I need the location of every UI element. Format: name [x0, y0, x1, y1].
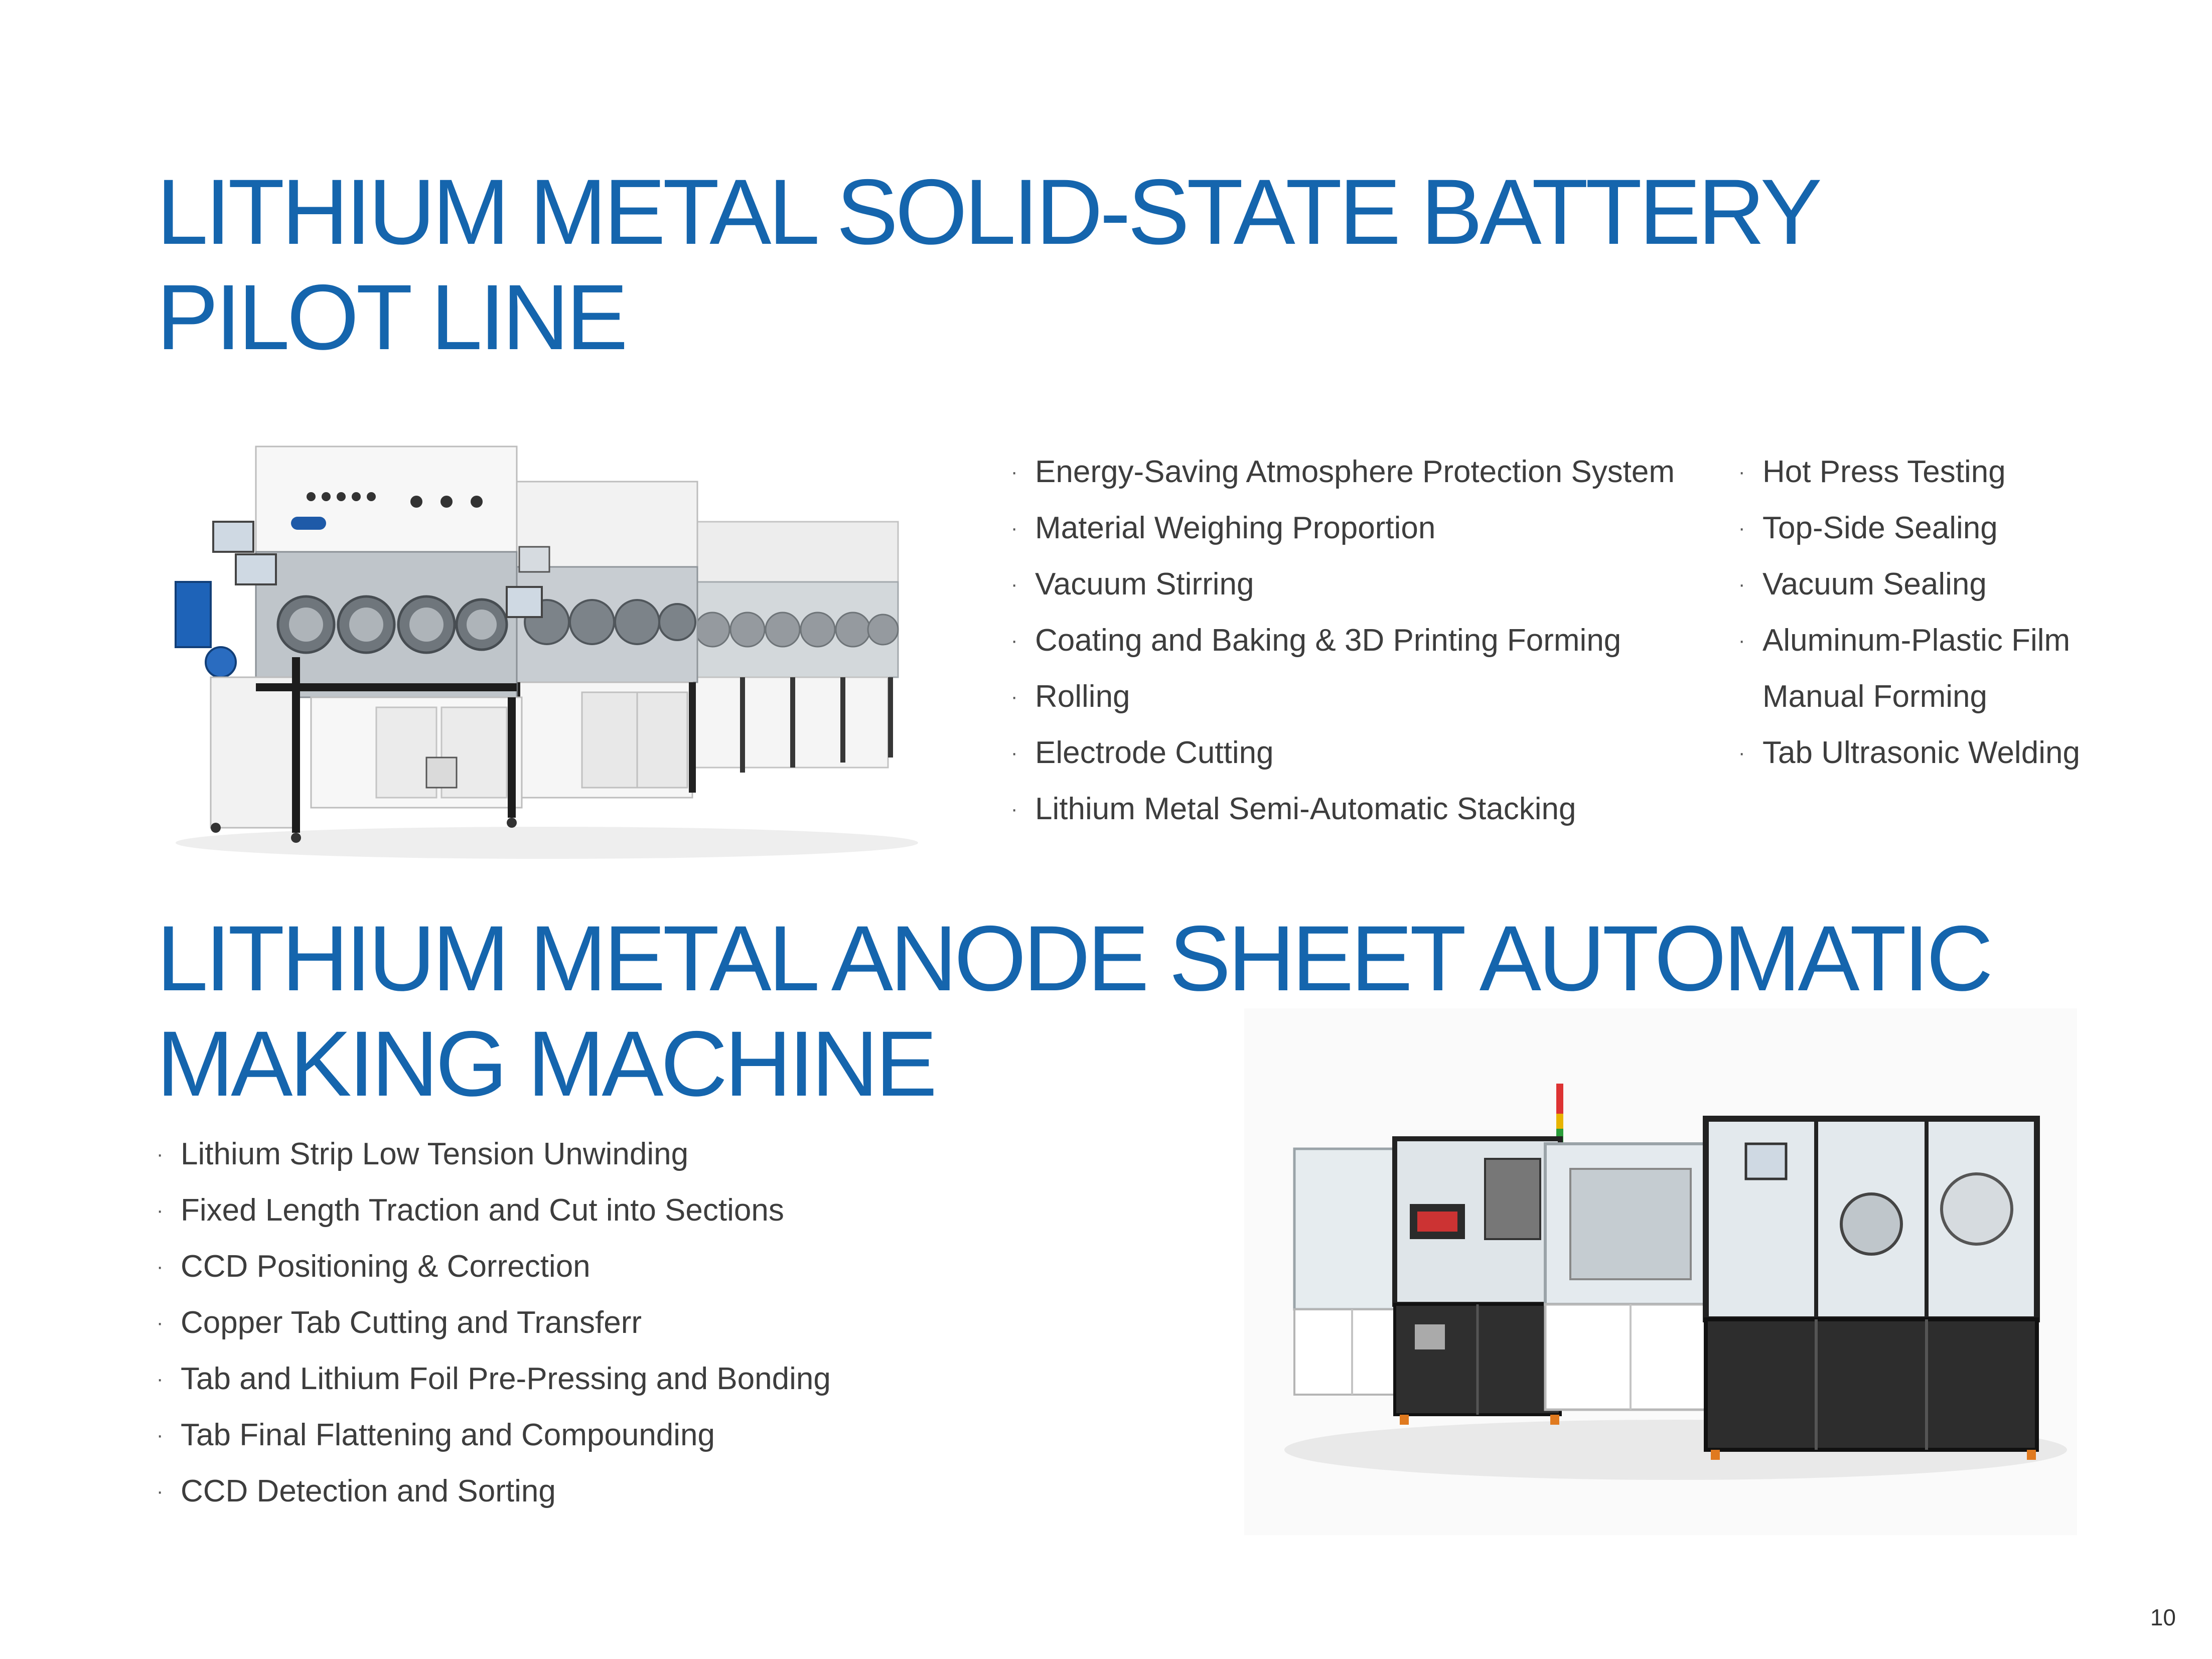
list-item-text: Vacuum Sealing — [1762, 567, 1987, 601]
list-item: · Tab Ultrasonic Welding — [1738, 725, 2080, 781]
list-item-text: Hot Press Testing — [1762, 455, 2006, 489]
list-item: · Tab Final Flattening and Compounding — [157, 1407, 831, 1463]
list-item: · Rolling — [1011, 669, 1675, 725]
bullet-glyph: · — [1738, 630, 1745, 652]
bullet-glyph: · — [1011, 573, 1018, 595]
bullet-glyph: · — [157, 1480, 164, 1502]
list-item-text: Material Weighing Proportion — [1035, 511, 1436, 545]
list-item-text: Rolling — [1035, 679, 1130, 714]
bullet-glyph: · — [1738, 461, 1745, 483]
section1-list-col1: · Energy-Saving Atmosphere Protection Sys… — [1011, 444, 1675, 837]
list-item-text: Tab Final Flattening and Compounding — [181, 1418, 715, 1452]
list-item-continuation: Manual Forming — [1738, 669, 2080, 725]
list-item-text: Energy-Saving Atmosphere Protection Syst… — [1035, 455, 1675, 489]
list-item-text: Lithium Metal Semi-Automatic Stacking — [1035, 792, 1576, 826]
list-item-text: Fixed Length Traction and Cut into Secti… — [181, 1193, 784, 1228]
list-item: · Lithium Strip Low Tension Unwinding — [157, 1126, 831, 1182]
list-item-text: Tab Ultrasonic Welding — [1762, 735, 2080, 770]
list-item-text: Coating and Baking & 3D Printing Forming — [1035, 623, 1621, 658]
bullet-glyph: · — [1738, 573, 1745, 595]
list-item-text: CCD Detection and Sorting — [181, 1474, 556, 1509]
section2-title-line2: MAKING MACHINE — [157, 1012, 937, 1116]
section2-title-line1: LITHIUM METAL ANODE SHEET AUTOMATIC — [157, 907, 1993, 1010]
bullet-glyph: · — [157, 1424, 164, 1446]
bullet-glyph: · — [1011, 517, 1018, 539]
list-item-text: Manual Forming — [1762, 679, 1987, 714]
bullet-glyph: · — [1011, 798, 1018, 820]
list-item-text: Aluminum-Plastic Film — [1762, 623, 2071, 658]
bullet-glyph: · — [1011, 461, 1018, 483]
glovebox-pilot-line-image — [175, 445, 918, 859]
list-item-text: CCD Positioning & Correction — [181, 1249, 591, 1284]
list-item-text: Tab and Lithium Foil Pre-Pressing and Bo… — [181, 1362, 831, 1396]
list-item: · Copper Tab Cutting and Transferr — [157, 1295, 831, 1351]
list-item: · Fixed Length Traction and Cut into Sect… — [157, 1182, 831, 1239]
section2-title: LITHIUM METAL ANODE SHEET AUTOMATIC MAKI… — [157, 906, 1993, 1117]
list-item: · Vacuum Sealing — [1738, 556, 2080, 613]
bullet-glyph: · — [157, 1256, 164, 1278]
section1-title-line1: LITHIUM METAL SOLID-STATE BATTERY — [157, 161, 1822, 264]
bullet-glyph: · — [1011, 686, 1018, 708]
section1-list-col2: · Hot Press Testing · Top-Side Sealing · Va… — [1738, 444, 2080, 781]
list-item: · Lithium Metal Semi-Automatic Stacking — [1011, 781, 1675, 837]
bullet-glyph: · — [1011, 630, 1018, 652]
list-item-text: Copper Tab Cutting and Transferr — [181, 1305, 642, 1340]
section1-title-line2: PILOT LINE — [157, 266, 628, 369]
list-item: · CCD Positioning & Correction — [157, 1239, 831, 1295]
list-item: · Electrode Cutting — [1011, 725, 1675, 781]
list-item: · Hot Press Testing — [1738, 444, 2080, 500]
bullet-glyph: · — [1738, 742, 1745, 764]
list-item: · Vacuum Stirring — [1011, 556, 1675, 613]
section1-title: LITHIUM METAL SOLID-STATE BATTERY PILOT … — [157, 160, 1822, 370]
bullet-glyph: · — [157, 1368, 164, 1390]
list-item-text: Vacuum Stirring — [1035, 567, 1254, 601]
list-item: · Aluminum-Plastic Film — [1738, 613, 2080, 669]
bullet-glyph: · — [157, 1199, 164, 1222]
bullet-glyph: · — [1011, 742, 1018, 764]
list-item: · Top-Side Sealing — [1738, 500, 2080, 556]
list-item: · CCD Detection and Sorting — [157, 1463, 831, 1520]
bullet-glyph: · — [157, 1143, 164, 1165]
list-item: · Material Weighing Proportion — [1011, 500, 1675, 556]
bullet-glyph: · — [157, 1312, 164, 1334]
list-item: · Energy-Saving Atmosphere Protection Sys… — [1011, 444, 1675, 500]
list-item-text: Electrode Cutting — [1035, 735, 1274, 770]
section2-list: · Lithium Strip Low Tension Unwinding · Fi… — [157, 1126, 831, 1520]
list-item-text: Top-Side Sealing — [1762, 511, 1998, 545]
list-item: · Tab and Lithium Foil Pre-Pressing and B… — [157, 1351, 831, 1407]
list-item-text: Lithium Strip Low Tension Unwinding — [181, 1137, 689, 1171]
page-number: 10 — [2150, 1604, 2176, 1630]
list-item: · Coating and Baking & 3D Printing Formin… — [1011, 613, 1675, 669]
bullet-glyph: · — [1738, 517, 1745, 539]
anode-sheet-machine-image — [1244, 1008, 2077, 1535]
